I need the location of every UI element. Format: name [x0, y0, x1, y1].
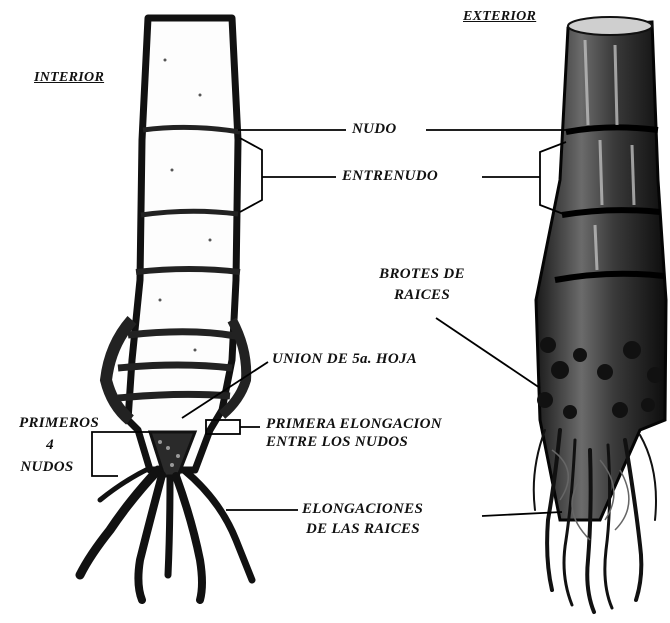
interior-stem [80, 18, 252, 600]
brotes-label-line1: BROTES DE [362, 266, 482, 283]
entrenudo-bracket-left [240, 138, 262, 212]
primera-label-line1: PRIMERA ELONGACION [266, 416, 442, 433]
interior-node-5 [118, 365, 232, 368]
primeros-label-line1: PRIMEROS [2, 415, 116, 432]
entrenudo-label: ENTRENUDO [342, 168, 438, 185]
interior-title: INTERIOR [34, 69, 104, 86]
elongaciones-label-line2: DE LAS RAICES [306, 521, 420, 538]
primeros-label-line3: NUDOS [2, 459, 92, 476]
exterior-title: EXTERIOR [463, 8, 536, 25]
interior-node-3 [136, 269, 240, 272]
interior-stem-outline [128, 18, 238, 470]
brotes-label-line2: RAICES [362, 287, 482, 304]
elongaciones-label-line1: ELONGACIONES [302, 501, 423, 518]
nudo-label: NUDO [352, 121, 397, 138]
exterior-stem-body [536, 22, 666, 520]
primeros-label-line2: 4 [2, 437, 98, 454]
brotes-leader [436, 318, 540, 388]
primera-label-line2: ENTRE LOS NUDOS [266, 434, 408, 451]
union-label: UNION DE 5a. HOJA [272, 351, 417, 368]
exterior-stem-top [568, 17, 652, 35]
exterior-stem [534, 17, 666, 612]
interior-roots [80, 468, 252, 600]
